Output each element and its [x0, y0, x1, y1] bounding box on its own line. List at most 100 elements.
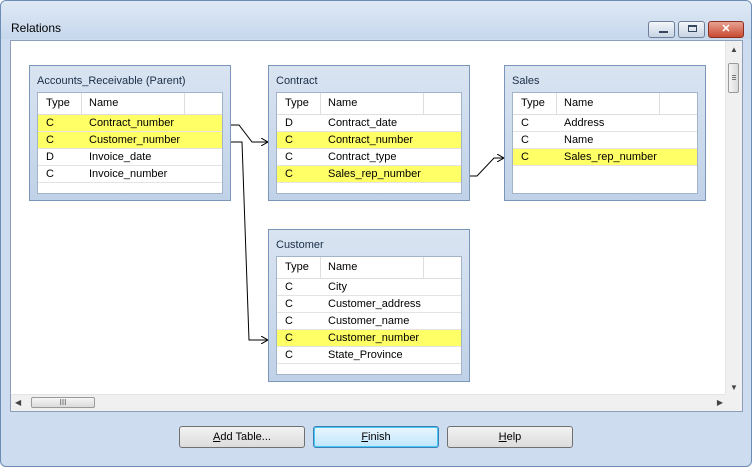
minimize-icon — [659, 31, 668, 33]
table-sales[interactable]: Sales Type Name C Address C Name C — [504, 65, 706, 201]
help-label: elp — [506, 431, 522, 443]
table-title: Sales — [512, 75, 540, 87]
field-grid: Type Name C Address C Name C Sales_rep_n… — [512, 92, 698, 194]
field-row-sales-rep-number[interactable]: C Sales_rep_number — [277, 166, 461, 183]
relations-canvas[interactable]: Accounts_Receivable (Parent) Type Name C… — [10, 40, 743, 412]
field-name: Contract_number — [328, 134, 413, 146]
table-customer[interactable]: Customer Type Name C City C Customer_add… — [268, 229, 470, 382]
field-row-state-province[interactable]: C State_Province — [277, 347, 461, 364]
field-name: Contract_date — [328, 117, 398, 129]
table-accounts-receivable[interactable]: Accounts_Receivable (Parent) Type Name C… — [29, 65, 231, 201]
field-row-contract-type[interactable]: C Contract_type — [277, 149, 461, 166]
add-table-label: dd Table... — [220, 431, 271, 443]
scroll-up-icon[interactable]: ▲ — [730, 45, 738, 54]
field-grid: Type Name D Contract_date C Contract_num… — [276, 92, 462, 194]
field-name: Contract_number — [89, 117, 174, 129]
grid-header: Type Name — [277, 93, 461, 115]
field-type: C — [285, 332, 293, 344]
type-column-header: Type — [285, 261, 309, 273]
add-table-mnemonic: A — [213, 431, 221, 443]
field-type: C — [46, 168, 54, 180]
table-title: Customer — [276, 239, 324, 251]
horizontal-scrollbar[interactable]: ◀ III ▶ — [11, 394, 727, 411]
field-row-invoice-date[interactable]: D Invoice_date — [38, 149, 222, 166]
horizontal-scroll-thumb[interactable]: III — [31, 397, 95, 408]
field-type: D — [46, 151, 54, 163]
maximize-icon — [688, 25, 697, 32]
field-row-address[interactable]: C Address — [513, 115, 697, 132]
field-row-city[interactable]: C City — [277, 279, 461, 296]
grid-header: Type Name — [513, 93, 697, 115]
field-row-sales-rep-number[interactable]: C Sales_rep_number — [513, 149, 697, 166]
field-row-invoice-number[interactable]: C Invoice_number — [38, 166, 222, 183]
field-row-customer-address[interactable]: C Customer_address — [277, 296, 461, 313]
table-contract[interactable]: Contract Type Name D Contract_date C Con… — [268, 65, 470, 201]
field-name: Customer_address — [328, 298, 421, 310]
relation-lines — [224, 124, 744, 413]
field-name: Customer_number — [89, 134, 181, 146]
add-table-button[interactable]: Add Table... — [179, 426, 305, 448]
scroll-grip: III — [59, 398, 67, 407]
name-column-header: Name — [328, 97, 358, 109]
field-type: C — [46, 134, 54, 146]
name-column-header: Name — [328, 261, 358, 273]
vertical-scroll-thumb[interactable] — [728, 63, 739, 93]
name-column-header: Name — [89, 97, 119, 109]
field-type: C — [46, 117, 54, 129]
field-type: C — [285, 298, 293, 310]
field-type: C — [285, 349, 293, 361]
field-type: C — [285, 151, 293, 163]
finish-button[interactable]: Finish — [313, 426, 439, 448]
relation-line-contract-number — [224, 124, 268, 142]
title-bar[interactable]: Relations ✕ — [1, 1, 751, 39]
grid-header: Type Name — [277, 257, 461, 279]
field-name: Name — [564, 134, 594, 146]
scroll-right-icon[interactable]: ▶ — [716, 398, 723, 407]
field-name: Sales_rep_number — [328, 168, 421, 180]
field-type: C — [285, 281, 293, 293]
close-icon: ✕ — [721, 23, 731, 35]
field-name: Invoice_number — [89, 168, 168, 180]
window-title: Relations — [11, 21, 62, 35]
field-name: Customer_name — [328, 315, 410, 327]
field-name: Invoice_date — [89, 151, 152, 163]
field-name: Customer_number — [328, 332, 420, 344]
field-row-customer-name[interactable]: C Customer_name — [277, 313, 461, 330]
field-type: C — [285, 168, 293, 180]
field-row-customer-number[interactable]: C Customer_number — [277, 330, 461, 347]
maximize-button[interactable] — [678, 21, 705, 38]
relation-line-sales-rep-number — [463, 158, 504, 177]
field-type: C — [285, 315, 293, 327]
type-column-header: Type — [521, 97, 545, 109]
grid-header: Type Name — [38, 93, 222, 115]
help-button[interactable]: Help — [447, 426, 573, 448]
field-name: Address — [564, 117, 605, 129]
finish-mnemonic: F — [361, 431, 369, 443]
field-name: Contract_type — [328, 151, 397, 163]
field-row-customer-number[interactable]: C Customer_number — [38, 132, 222, 149]
table-title: Contract — [276, 75, 318, 87]
field-name: State_Province — [328, 349, 403, 361]
field-name: City — [328, 281, 347, 293]
field-row-name[interactable]: C Name — [513, 132, 697, 149]
scroll-left-icon[interactable]: ◀ — [15, 398, 22, 407]
minimize-button[interactable] — [648, 21, 675, 38]
help-mnemonic: H — [498, 431, 507, 443]
relation-line-customer-number — [224, 141, 268, 340]
close-button[interactable]: ✕ — [708, 21, 744, 38]
type-column-header: Type — [285, 97, 309, 109]
vertical-scrollbar[interactable]: ▲ ▼ — [725, 41, 742, 396]
field-grid: Type Name C City C Customer_address C Cu… — [276, 256, 462, 375]
name-column-header: Name — [564, 97, 594, 109]
field-row-contract-number[interactable]: C Contract_number — [38, 115, 222, 132]
type-column-header: Type — [46, 97, 70, 109]
field-type: C — [521, 151, 529, 163]
field-grid: Type Name C Contract_number C Customer_n… — [37, 92, 223, 194]
field-row-contract-number[interactable]: C Contract_number — [277, 132, 461, 149]
field-type: C — [285, 134, 293, 146]
finish-label: inish — [368, 431, 391, 443]
field-row-contract-date[interactable]: D Contract_date — [277, 115, 461, 132]
field-type: C — [521, 117, 529, 129]
scroll-down-icon[interactable]: ▼ — [730, 383, 738, 392]
